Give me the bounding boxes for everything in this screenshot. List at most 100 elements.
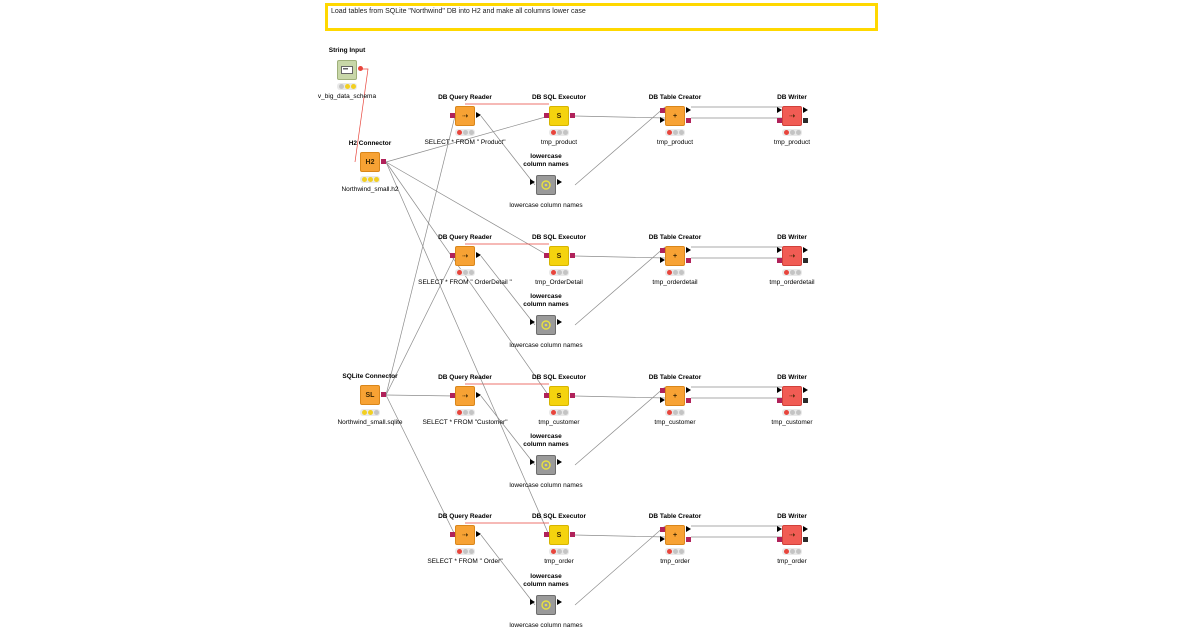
data-out-port[interactable] [803, 247, 808, 253]
data-in-port[interactable] [660, 117, 665, 123]
data-out-port[interactable] [686, 247, 691, 253]
db-connection-out-port[interactable] [803, 258, 808, 263]
db-connection-out-port[interactable] [570, 113, 575, 118]
db-connection-out-port[interactable] [686, 258, 691, 263]
db-connection-in-port[interactable] [777, 118, 782, 123]
data-out-port[interactable] [476, 392, 481, 398]
data-in-port[interactable] [530, 459, 535, 465]
data-in-port[interactable] [777, 247, 782, 253]
db-connection-out-port[interactable] [803, 537, 808, 542]
node-label[interactable]: Northwind_small.h2 [341, 186, 399, 193]
node-label[interactable]: v_big_data_schema [317, 93, 377, 100]
node-label[interactable]: lowercase column names [509, 622, 583, 629]
db-connection-out-port[interactable] [381, 159, 386, 164]
data-out-port[interactable] [557, 599, 562, 605]
node-label[interactable]: lowercase column names [509, 342, 583, 349]
db-connection-out-port[interactable] [381, 392, 386, 397]
data-in-port[interactable] [777, 107, 782, 113]
db-connection-in-port[interactable] [660, 527, 665, 532]
data-in-port[interactable] [660, 536, 665, 542]
db-connection-out-port[interactable] [686, 118, 691, 123]
data-out-port[interactable] [803, 526, 808, 532]
db-connection-in-port[interactable] [660, 108, 665, 113]
data-out-port[interactable] [476, 531, 481, 537]
data-out-port[interactable] [686, 107, 691, 113]
data-wire[interactable] [480, 115, 536, 186]
node-label[interactable]: SELECT * FROM "Customer" [422, 419, 508, 426]
db-connection-in-port[interactable] [660, 388, 665, 393]
db-connection-wire[interactable] [385, 394, 456, 536]
db-connection-wire[interactable] [574, 534, 666, 538]
node-label[interactable]: tmp_OrderDetail [535, 279, 583, 286]
db-connection-in-port[interactable] [660, 248, 665, 253]
db-connection-wire[interactable] [385, 161, 550, 397]
data-wire[interactable] [480, 255, 536, 326]
data-wire[interactable] [480, 395, 536, 466]
db-connection-out-port[interactable] [803, 118, 808, 123]
node-label[interactable]: Northwind_small.sqlite [337, 419, 403, 426]
node-label[interactable]: tmp_customer [654, 419, 696, 426]
node-label[interactable]: tmp_customer [771, 419, 813, 426]
node-label[interactable]: tmp_product [540, 139, 578, 146]
db-connection-wire[interactable] [574, 255, 666, 259]
db-connection-wire[interactable] [574, 115, 666, 119]
db-connection-wire[interactable] [385, 161, 550, 536]
node-label[interactable]: tmp_order [660, 558, 690, 565]
db-connection-in-port[interactable] [450, 113, 455, 118]
data-in-port[interactable] [777, 387, 782, 393]
db-connection-in-port[interactable] [777, 258, 782, 263]
node-label[interactable]: tmp_order [544, 558, 574, 565]
data-in-port[interactable] [530, 319, 535, 325]
data-out-port[interactable] [686, 526, 691, 532]
node-label[interactable]: tmp_product [773, 139, 811, 146]
data-in-port[interactable] [530, 179, 535, 185]
data-in-port[interactable] [660, 397, 665, 403]
data-in-port[interactable] [660, 257, 665, 263]
db-connection-out-port[interactable] [686, 398, 691, 403]
db-connection-wire[interactable] [385, 394, 456, 397]
data-wire[interactable] [574, 386, 666, 466]
data-in-port[interactable] [777, 526, 782, 532]
data-out-port[interactable] [476, 112, 481, 118]
node-label[interactable]: lowercase column names [509, 202, 583, 209]
data-in-port[interactable] [530, 599, 535, 605]
node-label[interactable]: tmp_orderdetail [652, 279, 698, 286]
db-connection-in-port[interactable] [544, 113, 549, 118]
db-connection-in-port[interactable] [777, 537, 782, 542]
data-out-port[interactable] [557, 459, 562, 465]
flow-variable-out-port[interactable] [358, 66, 363, 71]
node-label[interactable]: SELECT * FROM " Order" [427, 558, 503, 565]
db-connection-wire[interactable] [385, 255, 456, 396]
db-connection-wire[interactable] [574, 395, 666, 399]
data-out-port[interactable] [803, 387, 808, 393]
data-wire[interactable] [574, 246, 666, 326]
db-connection-wire[interactable] [385, 115, 550, 163]
db-connection-out-port[interactable] [570, 393, 575, 398]
db-connection-in-port[interactable] [544, 253, 549, 258]
node-label[interactable]: SELECT * FROM " OrderDetail " [418, 279, 512, 286]
db-connection-out-port[interactable] [570, 253, 575, 258]
db-connection-wire[interactable] [385, 161, 550, 257]
db-connection-wire[interactable] [385, 115, 456, 396]
node-label[interactable]: tmp_customer [538, 419, 580, 426]
node-label[interactable]: lowercase column names [509, 482, 583, 489]
node-label[interactable]: tmp_product [656, 139, 694, 146]
db-connection-out-port[interactable] [570, 532, 575, 537]
db-connection-in-port[interactable] [450, 393, 455, 398]
data-out-port[interactable] [686, 387, 691, 393]
workflow-annotation[interactable]: Load tables from SQLite "Northwind" DB i… [325, 3, 878, 31]
data-out-port[interactable] [803, 107, 808, 113]
node-label[interactable]: tmp_order [777, 558, 807, 565]
db-connection-in-port[interactable] [777, 398, 782, 403]
node-label[interactable]: SELECT * FROM " Product" [424, 139, 506, 146]
data-out-port[interactable] [476, 252, 481, 258]
db-connection-in-port[interactable] [450, 253, 455, 258]
data-wire[interactable] [480, 534, 536, 606]
flow-variable-connection[interactable] [354, 68, 369, 163]
db-connection-in-port[interactable] [544, 532, 549, 537]
data-out-port[interactable] [557, 179, 562, 185]
node-label[interactable]: tmp_orderdetail [769, 279, 815, 286]
db-connection-in-port[interactable] [544, 393, 549, 398]
db-connection-out-port[interactable] [686, 537, 691, 542]
